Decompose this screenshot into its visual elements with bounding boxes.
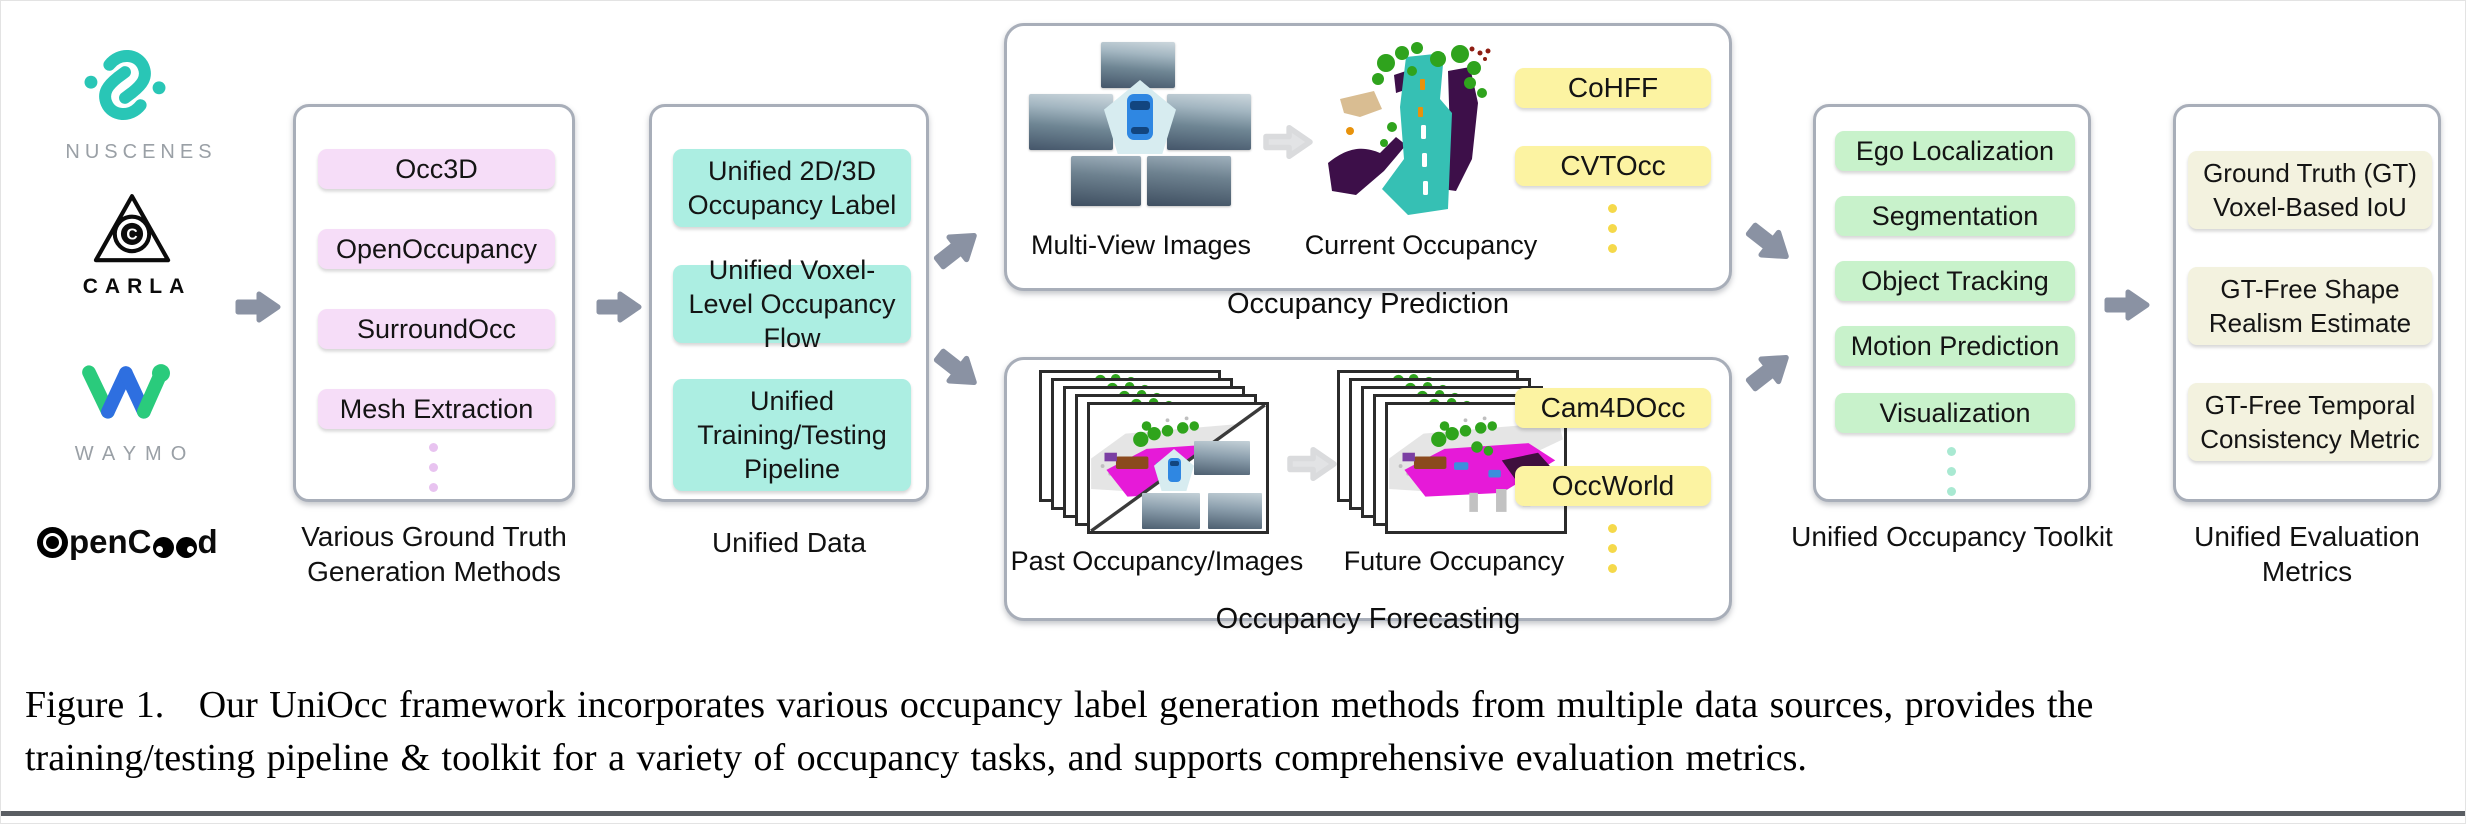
opencood-eye-icon — [152, 536, 174, 558]
opencood-eye-icon — [175, 536, 197, 558]
arrow-right-icon — [596, 291, 642, 323]
camera-image — [1101, 42, 1175, 88]
opencood-lens-icon — [37, 526, 68, 558]
arrow-right-light-icon — [1263, 124, 1313, 160]
metric-temporal-consistency: GT-Free Temporal Consistency Metric — [2188, 383, 2432, 461]
opencood-text-1: pen — [69, 523, 128, 560]
occupancy-prediction-panel: Multi-View Images — [1004, 23, 1732, 291]
ud-occupancy-label: Unified 2D/3D Occupancy Label — [673, 149, 911, 227]
arrow-up-right-icon — [933, 232, 977, 270]
toolkit-ego-localization: Ego Localization — [1835, 131, 2075, 171]
camera-image — [1071, 156, 1141, 206]
carla-logo-label: CARLA — [82, 275, 192, 298]
past-occupancy-front-frame — [1087, 402, 1269, 534]
gt-methods-label: Various Ground Truth Generation Methods — [301, 521, 567, 587]
camera-image — [1208, 493, 1262, 529]
waymo-logo-label: WAYMO — [74, 443, 196, 465]
unified-data-box: Unified 2D/3D Occupancy Label Unified Vo… — [649, 104, 929, 502]
camera-image — [1194, 441, 1250, 475]
unified-data-label: Unified Data — [711, 527, 867, 558]
nuscenes-logo-icon — [84, 50, 166, 120]
gt-method-openoccupancy: OpenOccupancy — [318, 229, 555, 269]
toolkit-label: Unified Occupancy Toolkit — [1791, 521, 2113, 552]
car-icon — [1167, 458, 1181, 482]
toolkit-box: Ego Localization Segmentation Object Tra… — [1813, 104, 2091, 502]
occupancy-3d-scene — [1389, 416, 1563, 512]
page-rule-divider — [1, 811, 2465, 816]
carla-logo-icon: C — [93, 194, 171, 263]
gt-method-surroundocc: SurroundOcc — [318, 309, 555, 349]
occupancy-prediction-title: Occupancy Prediction — [1226, 288, 1510, 320]
multi-view-images-label: Multi-View Images — [1030, 230, 1252, 260]
opencood-text-3: d — [197, 523, 218, 560]
nuscenes-logo-label: NUSCENES — [65, 141, 217, 163]
toolkit-object-tracking: Object Tracking — [1835, 261, 2075, 301]
ellipsis-dots — [1947, 447, 1956, 496]
past-occupancy-frame-stack — [1039, 370, 1273, 538]
gt-method-mesh-extraction: Mesh Extraction — [318, 389, 555, 429]
arrow-down-right-icon — [933, 348, 977, 386]
current-occupancy-visualization — [1328, 42, 1491, 215]
past-occupancy-label: Past Occupancy/Images — [1010, 546, 1304, 576]
waymo-logo-icon — [82, 364, 170, 419]
future-occupancy-front-frame — [1385, 402, 1567, 534]
svg-text:C: C — [126, 227, 137, 244]
arrow-up-right-icon — [1745, 354, 1789, 392]
gt-methods-box: Occ3D OpenOccupancy SurroundOcc Mesh Ext… — [293, 104, 575, 502]
multi-view-cluster — [1029, 42, 1251, 222]
current-occupancy-label: Current Occupancy — [1304, 230, 1538, 260]
arrow-right-light-icon — [1287, 446, 1337, 482]
ellipsis-dots — [429, 443, 438, 492]
caption-line-2: training/testing pipeline & toolkit for … — [25, 737, 1807, 779]
car-icon — [1127, 94, 1153, 140]
ud-occupancy-flow: Unified Voxel-Level Occupancy Flow — [673, 255, 911, 353]
metrics-label: Unified Evaluation Metrics — [2194, 521, 2420, 587]
camera-image — [1142, 493, 1200, 529]
occupancy-forecasting-title: Occupancy Forecasting — [1215, 603, 1521, 635]
arrow-right-icon — [235, 291, 281, 323]
metrics-box: Ground Truth (GT) Voxel-Based IoU GT-Fre… — [2173, 104, 2441, 502]
camera-image — [1167, 94, 1251, 150]
arrow-right-icon — [2104, 289, 2150, 321]
method-occworld: OccWorld — [1515, 466, 1711, 506]
arrow-down-right-icon — [1745, 222, 1789, 260]
opencood-text-2: C — [127, 523, 152, 560]
metric-shape-realism: GT-Free Shape Realism Estimate — [2188, 267, 2432, 345]
toolkit-visualization: Visualization — [1835, 393, 2075, 433]
method-cam4docc: Cam4DOcc — [1515, 388, 1711, 428]
camera-image — [1029, 94, 1113, 150]
future-occupancy-label: Future Occupancy — [1343, 546, 1565, 576]
metric-voxel-iou: Ground Truth (GT) Voxel-Based IoU — [2188, 151, 2432, 229]
camera-image — [1147, 156, 1231, 206]
ego-vehicle-icon — [1104, 80, 1176, 154]
toolkit-segmentation: Segmentation — [1835, 196, 2075, 236]
method-cvtocc: CVTOcc — [1515, 146, 1711, 186]
ud-pipeline: Unified Training/Testing Pipeline — [673, 379, 911, 491]
ellipsis-dots — [1608, 524, 1617, 573]
occupancy-forecasting-panel: Past Occupancy/Images — [1004, 357, 1732, 621]
figure-caption: Figure 1. Our UniOcc framework incorpora… — [25, 679, 2453, 785]
method-cohff: CoHFF — [1515, 68, 1711, 108]
ellipsis-dots — [1608, 204, 1617, 253]
caption-line-1: Figure 1. Our UniOcc framework incorpora… — [25, 684, 2094, 726]
gt-method-occ3d: Occ3D — [318, 149, 555, 189]
toolkit-motion-prediction: Motion Prediction — [1835, 326, 2075, 366]
future-occupancy-frame-stack — [1337, 370, 1571, 538]
